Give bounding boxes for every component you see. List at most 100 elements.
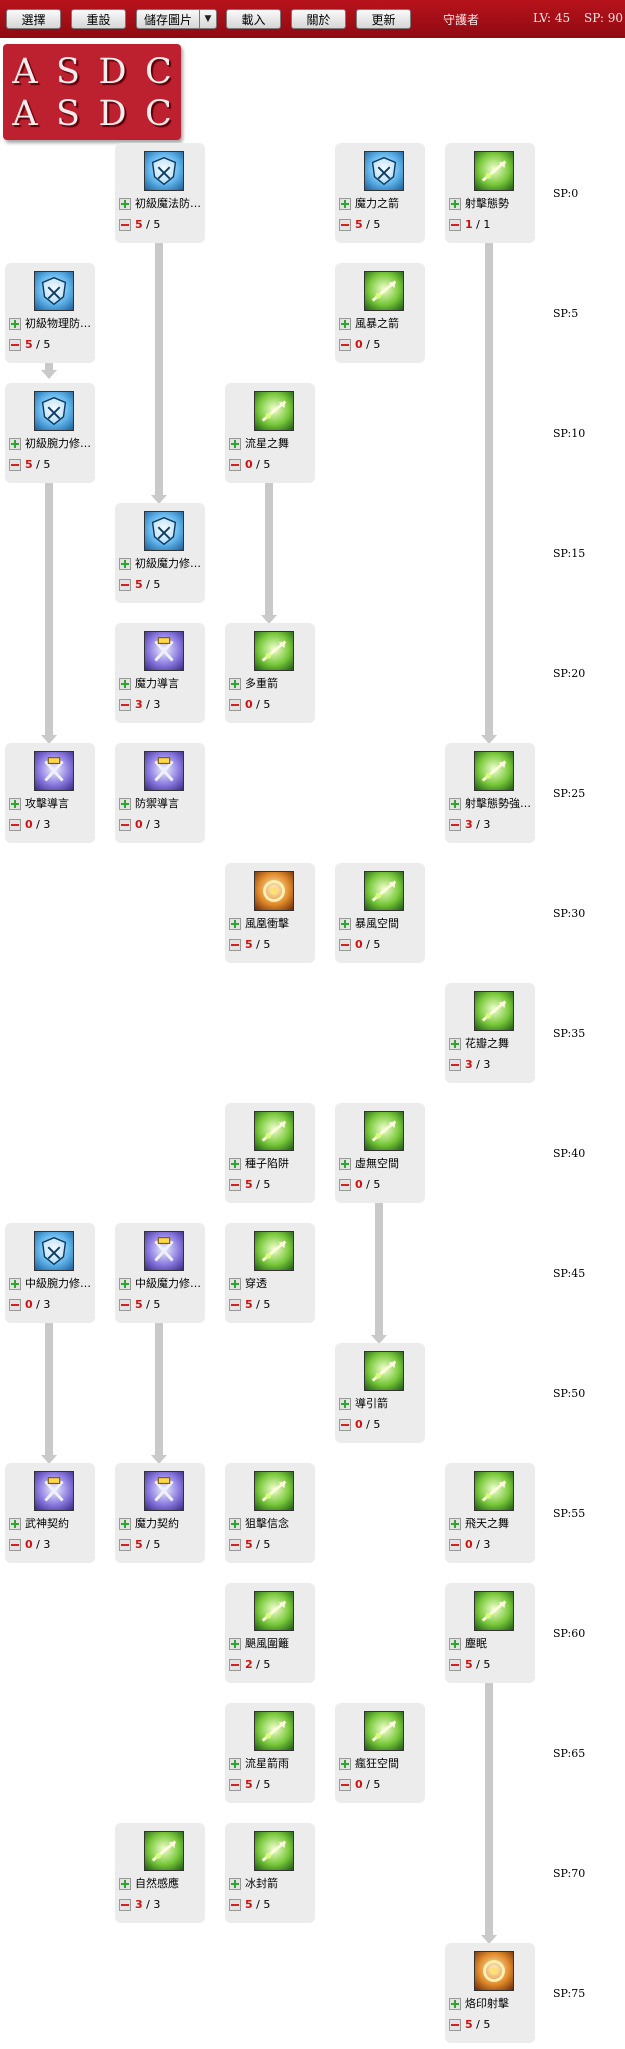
- minus-icon[interactable]: [229, 1179, 241, 1191]
- about-button[interactable]: 關於: [291, 9, 346, 29]
- plus-icon[interactable]: [339, 1158, 351, 1170]
- skill-card[interactable]: 中級腕力修…0 / 3: [5, 1223, 95, 1323]
- minus-icon[interactable]: [119, 219, 131, 231]
- minus-icon[interactable]: [9, 339, 21, 351]
- storm-space-icon[interactable]: [364, 871, 404, 911]
- arm-strength-icon[interactable]: [34, 1231, 74, 1271]
- plus-icon[interactable]: [339, 918, 351, 930]
- minus-icon[interactable]: [9, 459, 21, 471]
- minus-icon[interactable]: [119, 1899, 131, 1911]
- magic-pact-icon[interactable]: [144, 1471, 184, 1511]
- nature-sense-icon[interactable]: [144, 1831, 184, 1871]
- load-button[interactable]: 載入: [226, 9, 281, 29]
- hotkey-c[interactable]: C: [144, 94, 172, 134]
- minus-icon[interactable]: [9, 1299, 21, 1311]
- minus-icon[interactable]: [339, 939, 351, 951]
- plus-icon[interactable]: [339, 318, 351, 330]
- storm-arrow-icon[interactable]: [364, 271, 404, 311]
- minus-icon[interactable]: [229, 1539, 241, 1551]
- hotkey-c[interactable]: C: [144, 52, 172, 92]
- snipe-icon[interactable]: [254, 1471, 294, 1511]
- minus-icon[interactable]: [449, 1059, 461, 1071]
- guided-arrow-icon[interactable]: [364, 1351, 404, 1391]
- hurricane-fence-icon[interactable]: [254, 1591, 294, 1631]
- reset-button[interactable]: 重設: [71, 9, 126, 29]
- plus-icon[interactable]: [339, 1398, 351, 1410]
- hotkey-s[interactable]: S: [55, 94, 80, 134]
- void-space-icon[interactable]: [364, 1111, 404, 1151]
- plus-icon[interactable]: [9, 318, 21, 330]
- minus-icon[interactable]: [119, 699, 131, 711]
- hotkey-a[interactable]: A: [12, 52, 38, 92]
- plus-icon[interactable]: [229, 1518, 241, 1530]
- plus-icon[interactable]: [449, 798, 461, 810]
- plus-icon[interactable]: [229, 1158, 241, 1170]
- update-button[interactable]: 更新: [356, 9, 411, 29]
- hotkey-s[interactable]: S: [55, 52, 80, 92]
- minus-icon[interactable]: [449, 2019, 461, 2031]
- crossed-swords-icon[interactable]: [144, 1231, 184, 1271]
- plus-icon[interactable]: [229, 1878, 241, 1890]
- magic-guide-icon[interactable]: [144, 631, 184, 671]
- plus-icon[interactable]: [9, 1278, 21, 1290]
- plus-icon[interactable]: [449, 1638, 461, 1650]
- frozen-arrow-icon[interactable]: [254, 1831, 294, 1871]
- physical-shield-icon[interactable]: [34, 271, 74, 311]
- minus-icon[interactable]: [449, 219, 461, 231]
- plus-icon[interactable]: [9, 438, 21, 450]
- skill-card[interactable]: 初級物理防…5 / 5: [5, 263, 95, 363]
- seed-trap-icon[interactable]: [254, 1111, 294, 1151]
- plus-icon[interactable]: [229, 1758, 241, 1770]
- war-god-pact-icon[interactable]: [34, 1471, 74, 1511]
- petal-dance-icon[interactable]: [474, 991, 514, 1031]
- skill-card[interactable]: 初級魔法防…5 / 5: [115, 143, 205, 243]
- hotkey-a[interactable]: A: [12, 94, 38, 134]
- multi-arrow-icon[interactable]: [254, 631, 294, 671]
- hotkey-panel[interactable]: A S D C A S D C: [3, 44, 181, 140]
- pierce-icon[interactable]: [254, 1231, 294, 1271]
- plus-icon[interactable]: [339, 198, 351, 210]
- plus-icon[interactable]: [449, 1998, 461, 2010]
- minus-icon[interactable]: [449, 1539, 461, 1551]
- plus-icon[interactable]: [119, 558, 131, 570]
- minus-icon[interactable]: [229, 1899, 241, 1911]
- phoenix-strike-icon[interactable]: [254, 871, 294, 911]
- minus-icon[interactable]: [229, 1659, 241, 1671]
- skill-card[interactable]: 初級魔力修…5 / 5: [115, 503, 205, 603]
- flying-dance-icon[interactable]: [474, 1471, 514, 1511]
- plus-icon[interactable]: [229, 1638, 241, 1650]
- save-image-dropdown-icon[interactable]: ▼: [199, 9, 217, 29]
- meteor-dance-icon[interactable]: [254, 391, 294, 431]
- dust-sleep-icon[interactable]: [474, 1591, 514, 1631]
- minus-icon[interactable]: [119, 819, 131, 831]
- minus-icon[interactable]: [449, 819, 461, 831]
- minus-icon[interactable]: [339, 1179, 351, 1191]
- plus-icon[interactable]: [449, 1038, 461, 1050]
- minus-icon[interactable]: [119, 579, 131, 591]
- hotkey-d[interactable]: D: [98, 94, 127, 134]
- minus-icon[interactable]: [339, 1419, 351, 1431]
- minus-icon[interactable]: [339, 219, 351, 231]
- attack-guide-icon[interactable]: [34, 751, 74, 791]
- meteor-rain-icon[interactable]: [254, 1711, 294, 1751]
